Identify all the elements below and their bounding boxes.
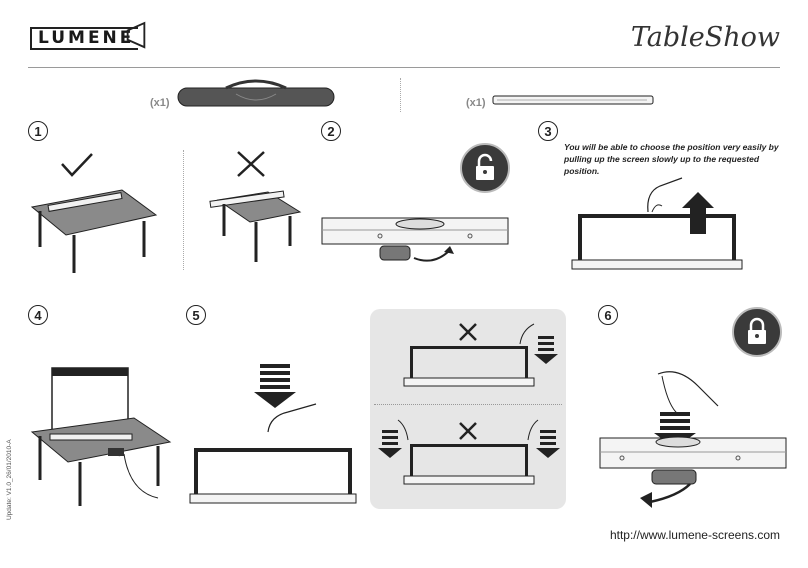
check-icon — [61, 153, 93, 177]
step-4-number: 4 — [28, 305, 48, 325]
unlock-badge — [460, 143, 510, 193]
screen-case-illustration — [492, 95, 654, 105]
cross-icon — [459, 323, 477, 341]
step-1-number: 1 — [28, 121, 48, 141]
lower-screen-illustration — [189, 364, 357, 504]
header-divider — [28, 67, 780, 68]
step-2-number: 2 — [321, 121, 341, 141]
wrong-two-sides-illustration — [378, 419, 560, 485]
cross-icon — [459, 422, 477, 440]
step-3-number: 3 — [538, 121, 558, 141]
cross-icon — [237, 151, 265, 177]
bag-quantity: (x1) — [150, 97, 170, 109]
contents-divider — [400, 78, 401, 112]
website-url[interactable]: http://www.lumene-screens.com — [609, 528, 780, 542]
update-version: Update: V1.0_26/01/2010-A — [6, 439, 13, 520]
unlock-icon — [476, 153, 494, 180]
pull-up-screen-illustration — [571, 177, 743, 270]
table-wrong-illustration — [209, 190, 302, 262]
projection-setup-illustration — [30, 367, 172, 506]
step-3-note: You will be able to choose the position … — [564, 142, 779, 176]
screen-quantity: (x1) — [466, 97, 486, 109]
logo-horn-icon — [126, 21, 146, 49]
panel-divider — [374, 404, 562, 405]
table-correct-illustration — [30, 189, 158, 273]
lock-icon — [748, 317, 766, 344]
lock-mechanism-illustration — [599, 371, 787, 508]
carrying-bag-illustration — [177, 79, 335, 107]
step-1-divider — [183, 150, 184, 270]
wrong-one-side-illustration — [403, 323, 558, 387]
unlock-mechanism-illustration — [321, 217, 509, 262]
product-name: TableShow — [630, 22, 780, 53]
brand-logo: LUMENE — [30, 27, 139, 50]
step-5-number: 5 — [186, 305, 206, 325]
step-6-number: 6 — [598, 305, 618, 325]
